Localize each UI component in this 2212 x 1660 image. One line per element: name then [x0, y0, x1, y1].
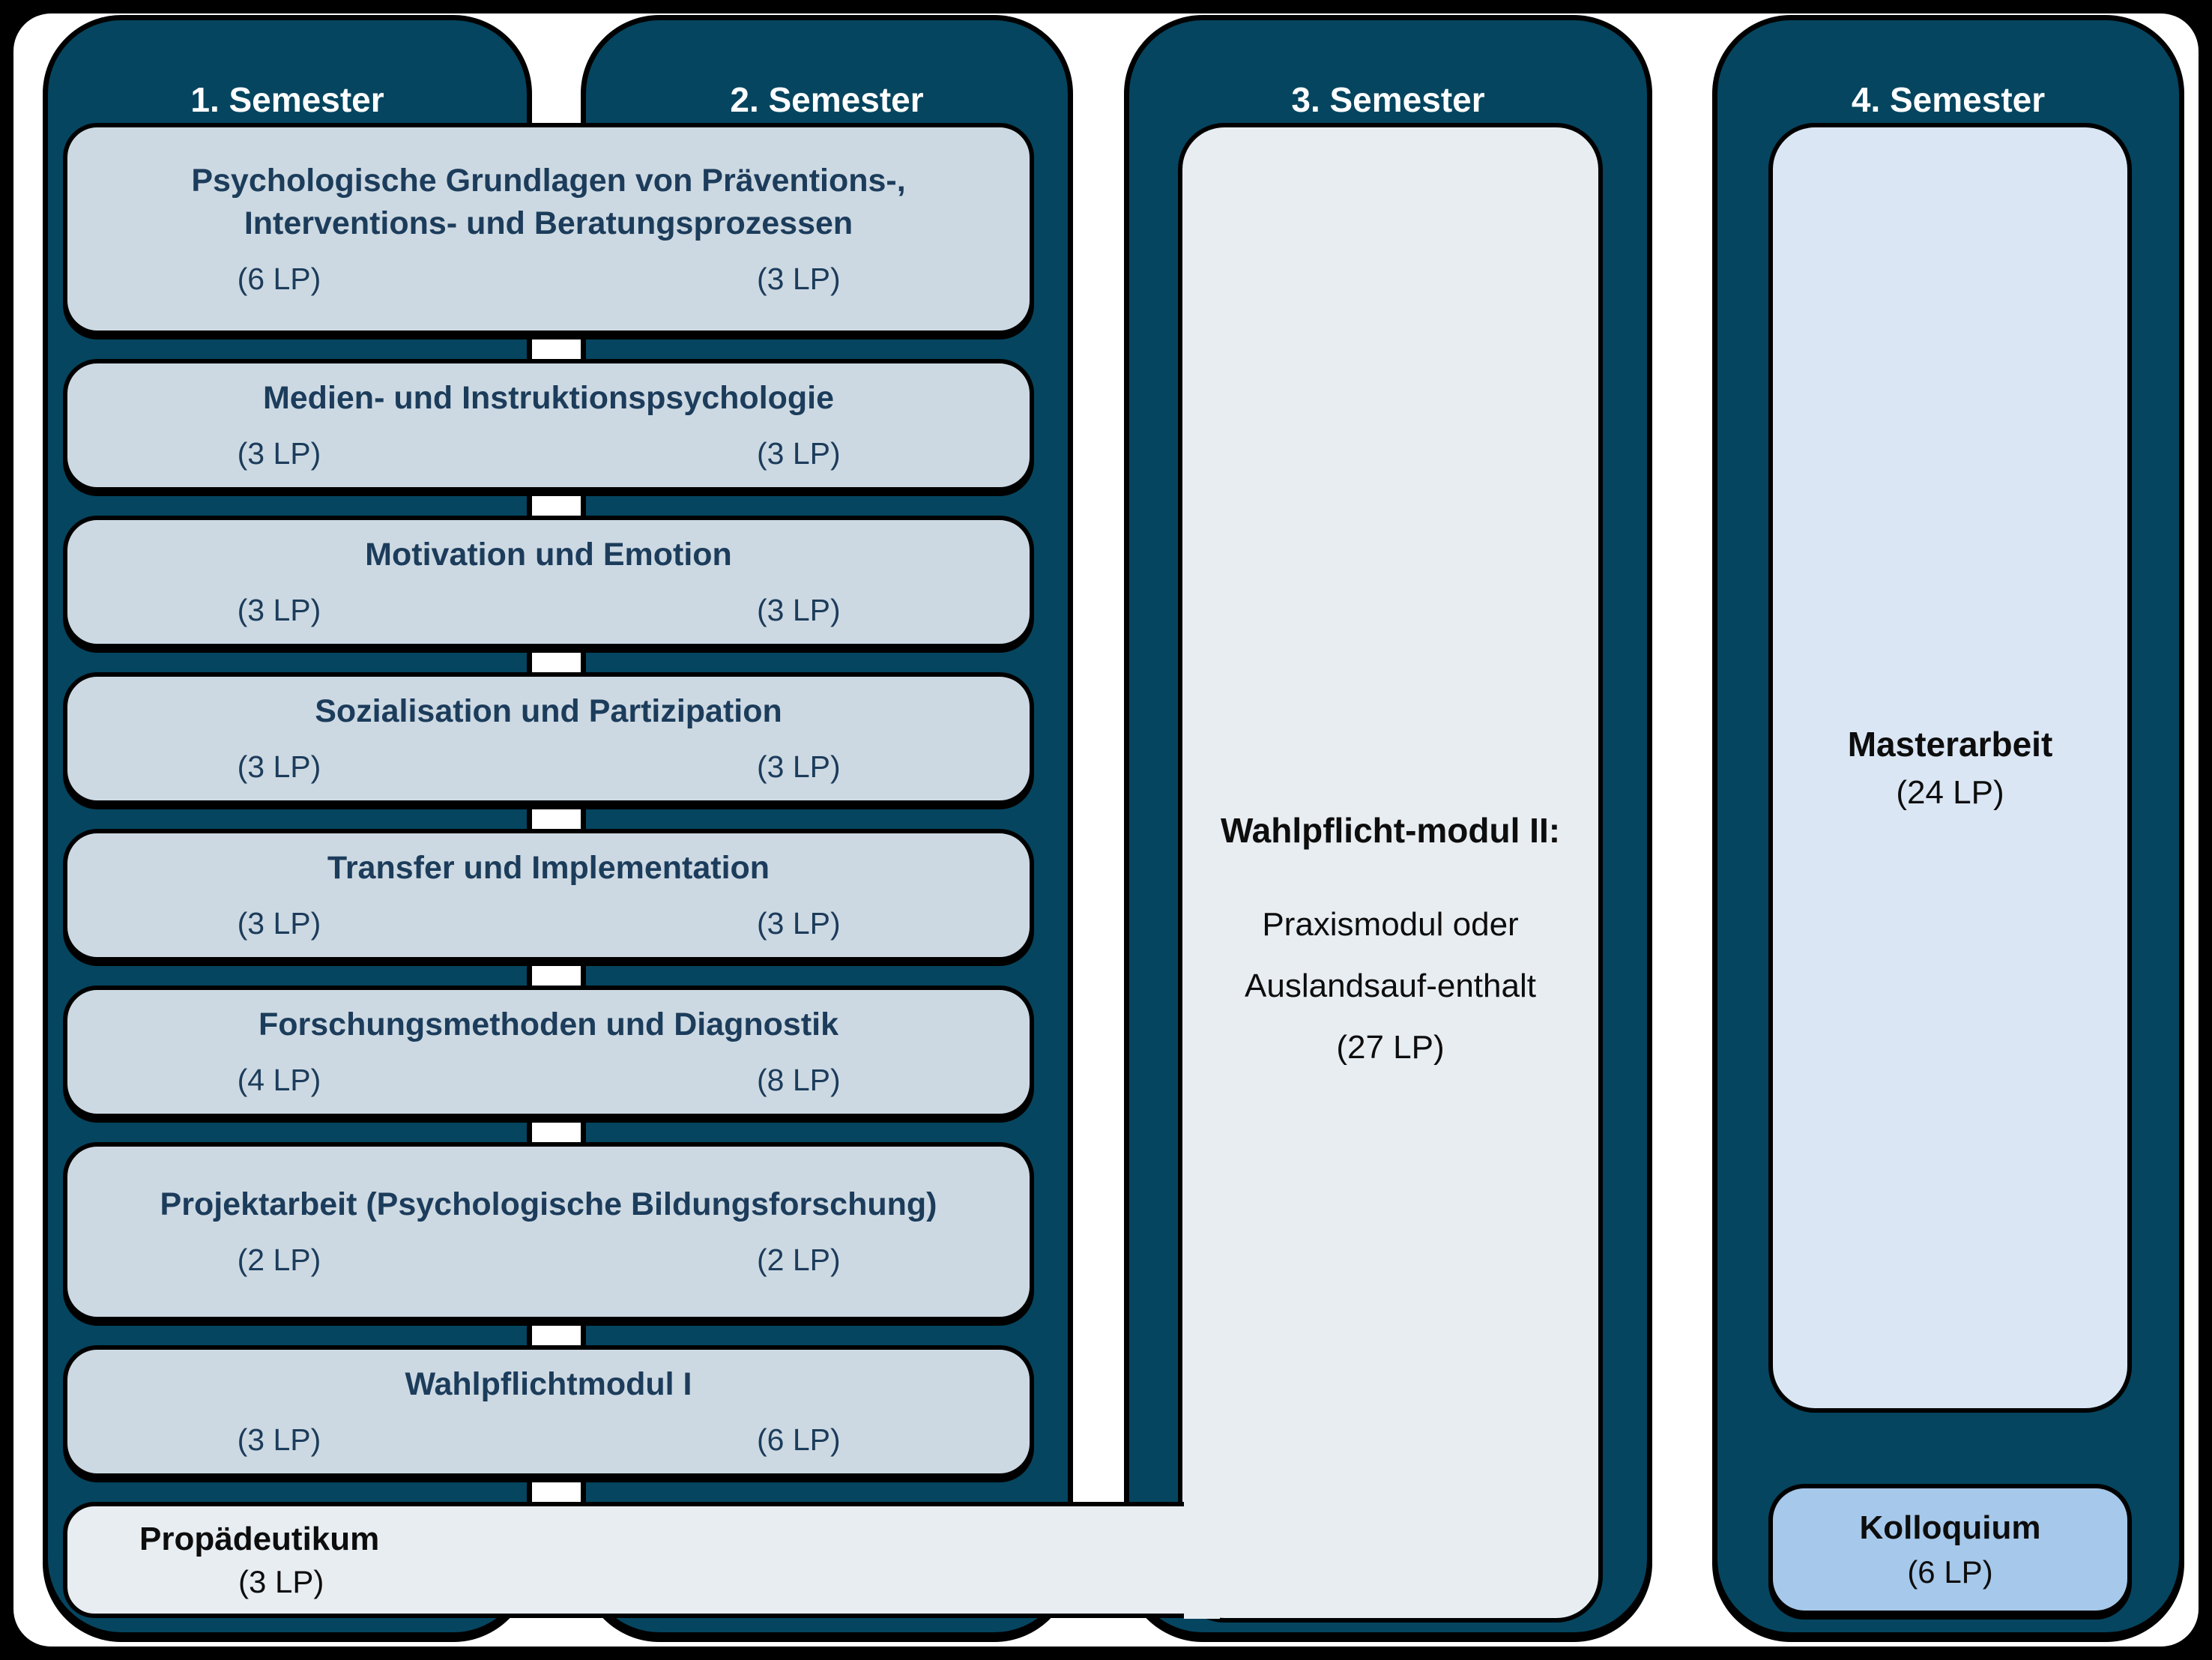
- module-box: Projektarbeit (Psychologische Bildungsfo…: [63, 1142, 1034, 1321]
- module-title: Wahlpflichtmodul I: [405, 1363, 692, 1406]
- module-title: Transfer und Implementation: [327, 847, 770, 890]
- module-lp-semester-1: (3 LP): [237, 749, 321, 784]
- module-lp-semester-2: (3 LP): [757, 749, 841, 784]
- module-title-line: Interventions- und Beratungsprozessen: [244, 205, 853, 241]
- module-lp-semester-2: (2 LP): [757, 1243, 841, 1277]
- module-title-line: Transfer und Implementation: [327, 850, 770, 886]
- wahlpflichtmodul-2-lp: (27 LP): [1336, 1028, 1445, 1066]
- module-title: Sozialisation und Partizipation: [315, 690, 782, 733]
- propaedeutikum-box: Propädeutikum (3 LP): [63, 1502, 1214, 1618]
- wahlpflichtmodul-2-box: Wahlpflicht-modul II: Praxismodul oder A…: [1178, 123, 1603, 1623]
- module-box: Medien- und Instruktionspsychologie (3 LP…: [63, 359, 1034, 492]
- masterarbeit-title: Masterarbeit: [1847, 724, 2053, 764]
- module-lp-row: (3 LP) (3 LP): [67, 906, 1030, 944]
- module-lp-semester-2: (8 LP): [757, 1063, 841, 1097]
- kolloquium-title: Kolloquium: [1859, 1509, 2041, 1546]
- module-lp-row: (4 LP) (8 LP): [67, 1063, 1030, 1100]
- masterarbeit-box: Masterarbeit (24 LP): [1768, 123, 2132, 1413]
- module-lp-semester-1: (3 LP): [237, 436, 321, 471]
- module-box: Sozialisation und Partizipation(3 LP)(3 …: [63, 672, 1034, 805]
- kolloquium-lp: (6 LP): [1907, 1554, 1993, 1590]
- module-lp-row: (3 LP) (6 LP): [67, 1422, 1030, 1460]
- wahlpflichtmodul-2-title: Wahlpflicht-modul II:: [1220, 810, 1561, 850]
- module-lp-semester-1: (3 LP): [237, 1422, 321, 1457]
- wahlpflichtmodul-2-line-1: Praxismodul oder: [1262, 905, 1519, 943]
- module-lp-semester-1: (2 LP): [237, 1243, 321, 1277]
- module-box: Motivation und Emotion (3 LP) (3 LP): [63, 516, 1034, 648]
- wahlpflichtmodul-2-line-2: Auslandsauf-enthalt: [1245, 967, 1536, 1004]
- module-title: Medien- und Instruktionspsychologie: [263, 377, 834, 420]
- kolloquium-box: Kolloquium (6 LP): [1768, 1484, 2132, 1615]
- propaedeutikum-lp: (3 LP): [238, 1563, 324, 1599]
- module-title: Forschungsmethoden und Diagnostik: [259, 1003, 838, 1046]
- module-title-line: Forschungsmethoden und Diagnostik: [258, 1006, 839, 1042]
- module-title-line: Sozialisation und Partizipation: [315, 693, 782, 729]
- semester-1-header: 1. Semester: [190, 80, 384, 119]
- module-box: Forschungsmethoden und Diagnostik(4 LP)(…: [63, 986, 1034, 1118]
- module-title: Psychologische Grundlagen von Prävention…: [191, 160, 905, 245]
- semester-3-header: 3. Semester: [1291, 80, 1485, 119]
- module-lp-row: (6 LP) (3 LP): [67, 262, 1030, 299]
- module-title-line: Psychologische Grundlagen von Prävention…: [191, 162, 906, 199]
- module-lp-row: (3 LP) (3 LP): [67, 593, 1030, 630]
- module-lp-semester-2: (3 LP): [757, 436, 841, 471]
- semester-2-header: 2. Semester: [730, 80, 924, 119]
- module-lp-semester-2: (3 LP): [757, 906, 841, 941]
- module-lp-semester-1: (3 LP): [237, 906, 321, 941]
- module-lp-semester-1: (4 LP): [237, 1063, 321, 1097]
- module-lp-row: (3 LP) (3 LP): [67, 749, 1030, 787]
- module-lp-semester-1: (6 LP): [237, 261, 321, 296]
- strip-merge-patch: [1184, 1499, 1220, 1619]
- shared-modules-stack: Psychologische Grundlagen von Prävention…: [63, 123, 1034, 1478]
- module-title-line: Projektarbeit (Psychologische Bildungsfo…: [160, 1186, 937, 1222]
- module-title-line: Medien- und Instruktionspsychologie: [262, 380, 835, 416]
- module-lp-semester-2: (6 LP): [757, 1422, 841, 1457]
- module-lp-semester-2: (3 LP): [757, 261, 841, 296]
- module-lp-semester-2: (3 LP): [757, 593, 841, 627]
- module-lp-row: (3 LP) (3 LP): [67, 436, 1030, 474]
- module-title-line: Motivation und Emotion: [365, 537, 732, 573]
- semester-4-header: 4. Semester: [1851, 80, 2046, 119]
- module-lp-semester-1: (3 LP): [237, 593, 321, 627]
- module-box: Wahlpflichtmodul I (3 LP) (6 LP): [63, 1345, 1034, 1478]
- module-box: Transfer und Implementation(3 LP)(3 LP): [63, 829, 1034, 962]
- propaedeutikum-title: Propädeutikum: [139, 1520, 380, 1557]
- wahlpflichtmodul-2-content: Wahlpflicht-modul II: Praxismodul oder A…: [1182, 127, 1598, 1618]
- module-box: Psychologische Grundlagen von Prävention…: [63, 123, 1034, 335]
- module-title: Projektarbeit (Psychologische Bildungsfo…: [160, 1183, 937, 1226]
- masterarbeit-lp: (24 LP): [1896, 773, 2004, 811]
- module-title-line: Wahlpflichtmodul I: [405, 1366, 692, 1402]
- module-title: Motivation und Emotion: [365, 534, 732, 576]
- module-lp-row: (2 LP) (2 LP): [67, 1243, 1030, 1280]
